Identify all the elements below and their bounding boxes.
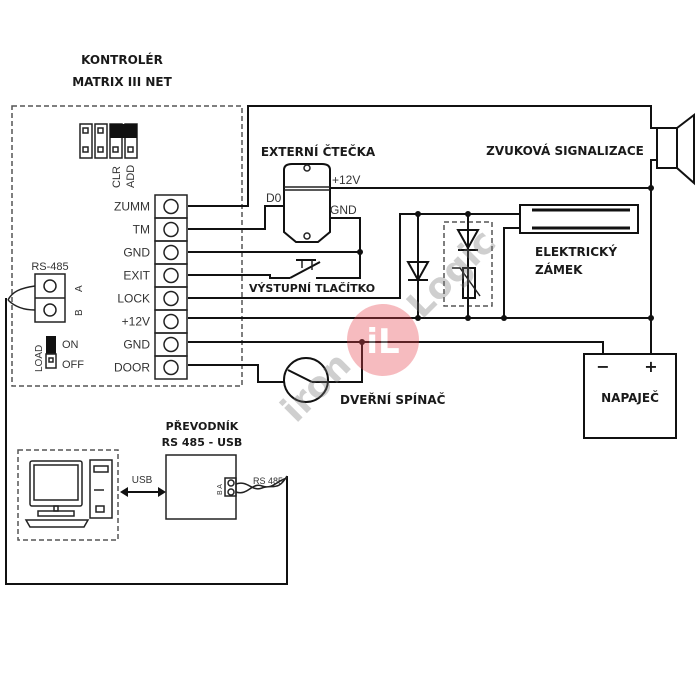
terminal-block: ZUMM TM GND EXIT LOCK +12V GND DOOR <box>114 194 188 380</box>
terminal-label: GND <box>123 246 150 260</box>
terminal-slot <box>154 240 188 265</box>
reader-pin-gnd: GND <box>330 203 357 217</box>
terminal-label: TM <box>133 223 150 237</box>
wire-power-gnd <box>188 341 604 354</box>
rs485-pin-a: A <box>74 285 85 292</box>
controller-title-line1: KONTROLÉR <box>81 52 163 67</box>
varistor-icon <box>462 267 476 299</box>
power-plus: + <box>644 357 657 376</box>
terminal-screw-icon <box>163 221 179 238</box>
terminal-label: GND <box>123 338 150 352</box>
wire-exit <box>188 274 290 279</box>
rs485-cable <box>7 285 36 311</box>
diode-icon <box>456 229 480 251</box>
terminal-screw-icon <box>163 359 179 376</box>
diode-icon <box>406 261 430 283</box>
power-minus: − <box>596 357 609 376</box>
converter-pins: B A <box>217 484 224 495</box>
terminal-label: +12V <box>122 315 150 329</box>
buzzer-label: ZVUKOVÁ SIGNALIZACE <box>486 143 644 158</box>
computer-icon <box>24 459 113 528</box>
door-switch-label: DVEŘNÍ SPÍNAČ <box>340 392 446 407</box>
pc-outline <box>17 449 119 541</box>
terminal-slot <box>154 194 188 219</box>
terminal-slot <box>154 309 188 334</box>
lock-label-line1: ELEKTRICKÝ <box>535 244 617 259</box>
wire-lock <box>188 213 520 299</box>
load-off-label: OFF <box>62 359 84 371</box>
reader-pin-12v: +12V <box>332 173 360 187</box>
terminal-screw-icon <box>163 244 179 261</box>
wire-tm <box>188 205 284 230</box>
terminal-screw-icon <box>163 267 179 284</box>
terminal-label: LOCK <box>117 292 150 306</box>
speaker-icon <box>656 112 695 186</box>
load-switch[interactable] <box>46 336 56 354</box>
rs485-twisted-cable <box>235 475 288 494</box>
terminal-slot <box>154 217 188 242</box>
controller-outline <box>11 105 243 387</box>
rs485-label: RS-485 <box>31 261 68 273</box>
reader-pin-d0: D0 <box>266 191 282 205</box>
terminal-screw-icon <box>163 313 179 330</box>
rs485-pin-b: B <box>74 309 85 316</box>
usb-label: USB <box>132 475 153 486</box>
exit-button-icon <box>289 261 321 279</box>
reader-icon <box>283 163 331 243</box>
power-label: NAPAJEČ <box>601 390 659 405</box>
terminal-label: EXIT <box>123 269 150 283</box>
door-switch-icon <box>283 357 329 403</box>
rs485-bus-wire <box>5 298 288 585</box>
wire-door <box>188 364 284 383</box>
terminal-slot <box>154 263 188 288</box>
load-on-label: ON <box>62 339 79 351</box>
terminal-screw-icon <box>163 336 179 353</box>
terminal-screw-icon <box>163 198 179 215</box>
converter-label-line1: PŘEVODNÍK <box>166 420 239 433</box>
jumper-label-clr: CLR <box>111 166 123 188</box>
jumper-cap <box>110 124 137 138</box>
watermark-badge: iL <box>366 322 399 362</box>
load-label: LOAD <box>34 345 45 372</box>
terminal-label: DOOR <box>114 361 150 375</box>
terminal-slot <box>154 286 188 311</box>
power-supply <box>583 353 677 439</box>
wire-reader-gnd <box>330 217 361 252</box>
wire-zumm <box>188 105 657 207</box>
terminal-screw-icon <box>163 290 179 307</box>
jumper-block <box>79 123 138 159</box>
lock-label-line2: ZÁMEK <box>535 262 583 277</box>
converter-label-line2: RS 485 - USB <box>162 436 243 449</box>
jumper-label-add: ADD <box>125 165 137 188</box>
converter-cable-label: RS 485 <box>253 476 283 486</box>
electric-lock-icon <box>519 204 639 234</box>
controller-title-line2: MATRIX III NET <box>72 75 172 89</box>
terminal-label: ZUMM <box>114 200 150 214</box>
terminal-slot <box>154 355 188 380</box>
reader-label: EXTERNÍ ČTEČKA <box>261 144 376 159</box>
watermark-left: iron <box>273 344 359 430</box>
exit-button-label: VÝSTUPNÍ TLAČÍTKO <box>249 282 375 295</box>
terminal-slot <box>154 332 188 357</box>
